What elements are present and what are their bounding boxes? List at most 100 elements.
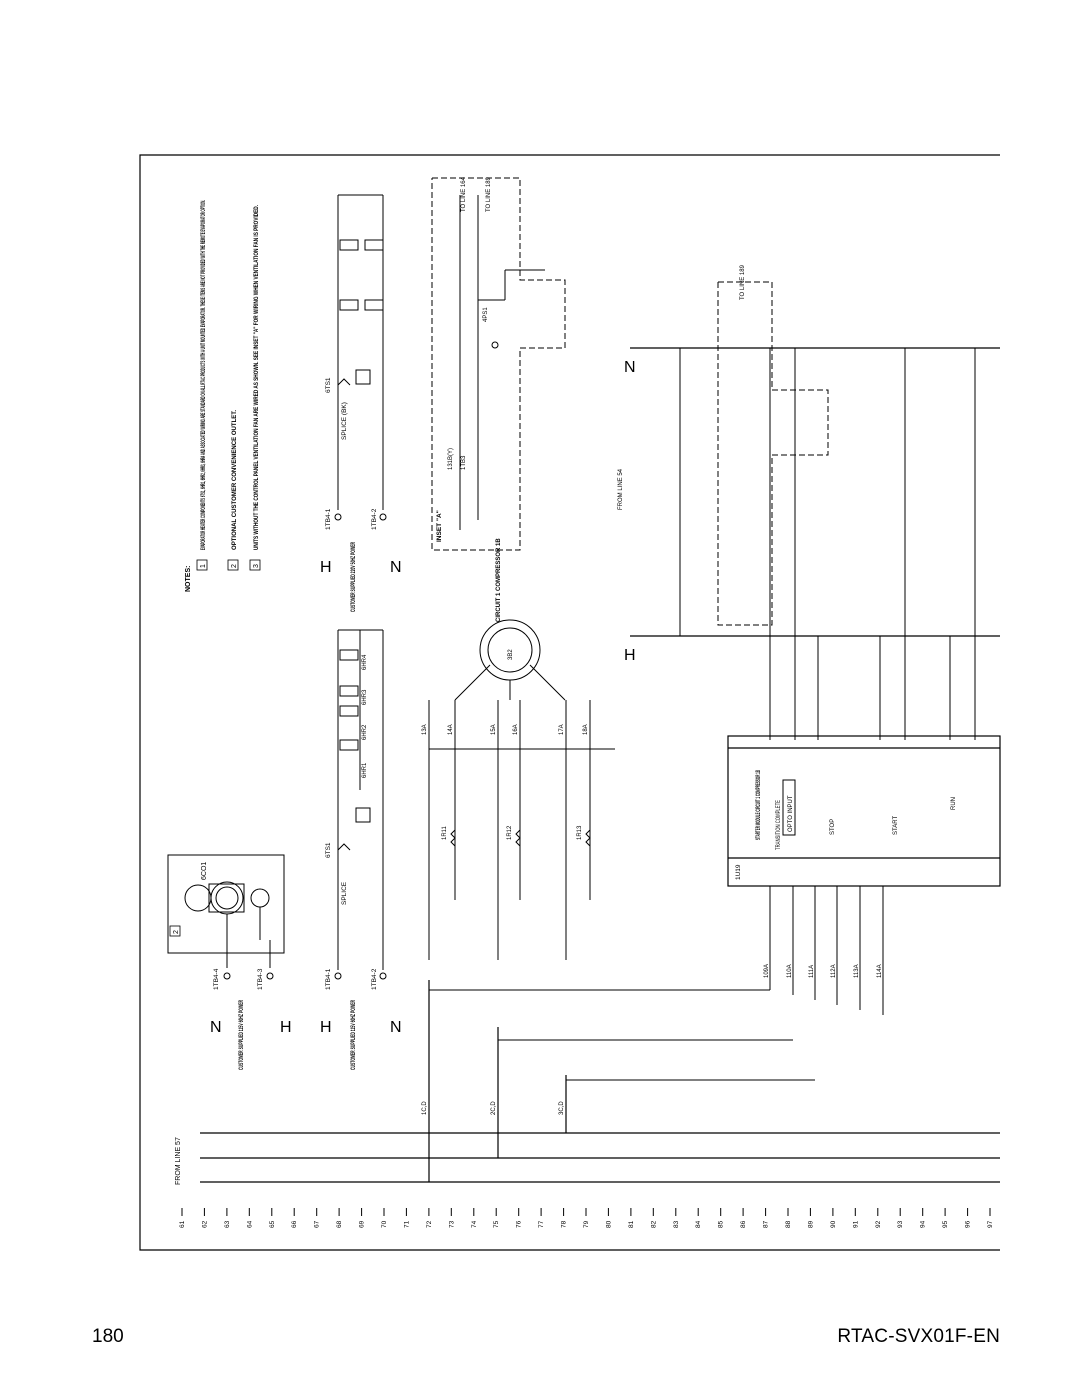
line-number: 72 xyxy=(426,1220,433,1228)
h60-term-1: 1TB4-1 xyxy=(325,968,332,990)
h50-splice: SPLICE (BK) xyxy=(341,402,348,440)
starter-run: RUN xyxy=(951,797,957,810)
line-number: 79 xyxy=(583,1220,590,1228)
cd-1: 1C,D xyxy=(422,1101,428,1115)
convenience-outlet xyxy=(167,854,285,968)
starter-wire-6: 114A xyxy=(877,964,883,978)
page-number: 180 xyxy=(92,1326,124,1347)
compressor-motor-id: 3B2 xyxy=(508,649,514,660)
note-1-num: 1 xyxy=(200,564,207,568)
h60-h: H xyxy=(320,1019,332,1036)
outlet-id: 6CO1 xyxy=(201,862,208,880)
h50-switch: 6TS1 xyxy=(325,377,332,393)
resistor-3: 1R13 xyxy=(577,825,583,840)
h50-n: N xyxy=(390,559,402,576)
line-number: 89 xyxy=(807,1220,814,1228)
starter-title: STARTER MODULE CIRCUIT 1 COMPRESSOR 1B xyxy=(756,770,762,840)
comp-wire-5: 17A xyxy=(559,724,565,735)
outlet-n: N xyxy=(210,1019,222,1036)
starter-stop: STOP xyxy=(830,819,836,835)
note-3-num: 3 xyxy=(253,564,260,568)
heater-50hz-circuit xyxy=(337,194,384,510)
inset-item-2: 131B(Y) xyxy=(448,448,454,470)
h60-customer-label: CUSTOMER SUPPLIED 115V 60HZ POWER xyxy=(351,1000,357,1070)
line-number: 65 xyxy=(269,1220,276,1228)
line-number: 76 xyxy=(516,1220,523,1228)
comp-wire-6: 18A xyxy=(583,724,589,735)
note-1-text: EVAPORATOR HEATER COMPONENTS 6TS1, 6HR1,… xyxy=(201,200,207,550)
line-number: 69 xyxy=(359,1220,366,1228)
line-number: 96 xyxy=(965,1220,972,1228)
note-1: 1 EVAPORATOR HEATER COMPONENTS 6TS1, 6HR… xyxy=(196,200,208,571)
control-n: N xyxy=(624,359,636,376)
inset-a-box xyxy=(431,177,566,551)
starter-transition: TRANSITION COMPLETE xyxy=(776,800,782,850)
outlet-note-num: 2 xyxy=(173,930,180,934)
line-number: 61 xyxy=(179,1220,186,1228)
h60-heater-2: 6HR2 xyxy=(362,724,368,740)
resistor-2: 1R12 xyxy=(507,825,513,840)
control-to-line: TO LINE 189 xyxy=(740,264,746,300)
starter-output-wires xyxy=(429,886,884,1081)
line-number: 78 xyxy=(561,1220,568,1228)
notes-block: NOTES: 1 EVAPORATOR HEATER COMPONENTS 6T… xyxy=(185,200,261,592)
note-3-text: UNITS WITHOUT THE CONTROL PANEL VENTILAT… xyxy=(254,205,260,550)
heater-60hz-circuit xyxy=(337,629,384,970)
supply-label-group: FROM LINE 57 L1 xyxy=(175,1137,182,1185)
line-number: 84 xyxy=(695,1220,702,1228)
outlet-term-2: 1TB4-3 xyxy=(257,968,264,990)
h60-term-2: 1TB4-2 xyxy=(371,968,378,990)
line-number: 97 xyxy=(987,1220,994,1228)
comp-wire-3: 15A xyxy=(491,724,497,735)
line-number: 67 xyxy=(314,1220,321,1228)
line-number: 93 xyxy=(897,1220,904,1228)
inset-title: INSET "A" xyxy=(436,510,443,542)
starter-wire-1: 109A xyxy=(764,964,770,978)
inset-to-line-1: TO LINE 164 xyxy=(461,176,467,212)
inset-to-line-2: TO LINE 189 xyxy=(486,176,492,212)
line-number: 91 xyxy=(852,1220,859,1228)
note-2-num: 2 xyxy=(231,564,238,568)
h50-term-2: 1TB4-2 xyxy=(371,508,378,530)
h60-switch: 6TS1 xyxy=(325,842,332,858)
line-number: 63 xyxy=(224,1220,231,1228)
line-number: 83 xyxy=(673,1220,680,1228)
line-number: 80 xyxy=(605,1220,612,1228)
control-h: H xyxy=(624,647,636,664)
outlet-customer-label: CUSTOMER SUPPLIED 115V 60HZ POWER xyxy=(239,1000,245,1070)
control-from-line: FROM LINE 54 xyxy=(618,468,624,510)
line-number: 81 xyxy=(628,1220,635,1228)
control-circuit xyxy=(679,348,976,740)
line-number: 74 xyxy=(471,1220,478,1228)
line-number: 87 xyxy=(763,1220,770,1228)
h60-n: N xyxy=(390,1019,402,1036)
h60-heater-1: 6HR1 xyxy=(362,762,368,778)
comp-wire-1: 13A xyxy=(422,724,428,735)
h60-splice: SPLICE xyxy=(341,881,348,905)
starter-id: 1U19 xyxy=(735,864,742,880)
starter-wire-3: 111A xyxy=(809,965,815,978)
line-number: 88 xyxy=(785,1220,792,1228)
h60-heater-3: 6HR3 xyxy=(362,689,368,705)
line-number: 70 xyxy=(381,1220,388,1228)
line-number: 62 xyxy=(201,1220,208,1228)
starter-module xyxy=(727,735,1001,887)
starter-opto: OPTO INPUT xyxy=(788,795,794,832)
line-number: 66 xyxy=(291,1220,298,1228)
h50-h: H xyxy=(320,559,332,576)
cd-2: 2C,D xyxy=(491,1101,497,1115)
line-number: 73 xyxy=(448,1220,455,1228)
notes-heading: NOTES: xyxy=(185,566,192,592)
schematic-frame xyxy=(139,154,1000,1251)
cd-3: 3C,D xyxy=(559,1101,565,1115)
h60-heater-4: 6HR4 xyxy=(362,654,368,670)
line-number: 94 xyxy=(920,1220,927,1228)
comp-wire-4: 16A xyxy=(513,724,519,735)
outlet-h: H xyxy=(280,1019,292,1036)
h50-customer-label: CUSTOMER SUPPLIED 220V 50HZ POWER xyxy=(351,542,357,612)
note-2: 2 OPTIONAL CUSTOMER CONVENIENCE OUTLET. xyxy=(227,410,239,571)
comp-wire-2: 14A xyxy=(448,724,454,735)
starter-start: START xyxy=(893,816,899,835)
resistor-1: 1R11 xyxy=(442,825,448,840)
